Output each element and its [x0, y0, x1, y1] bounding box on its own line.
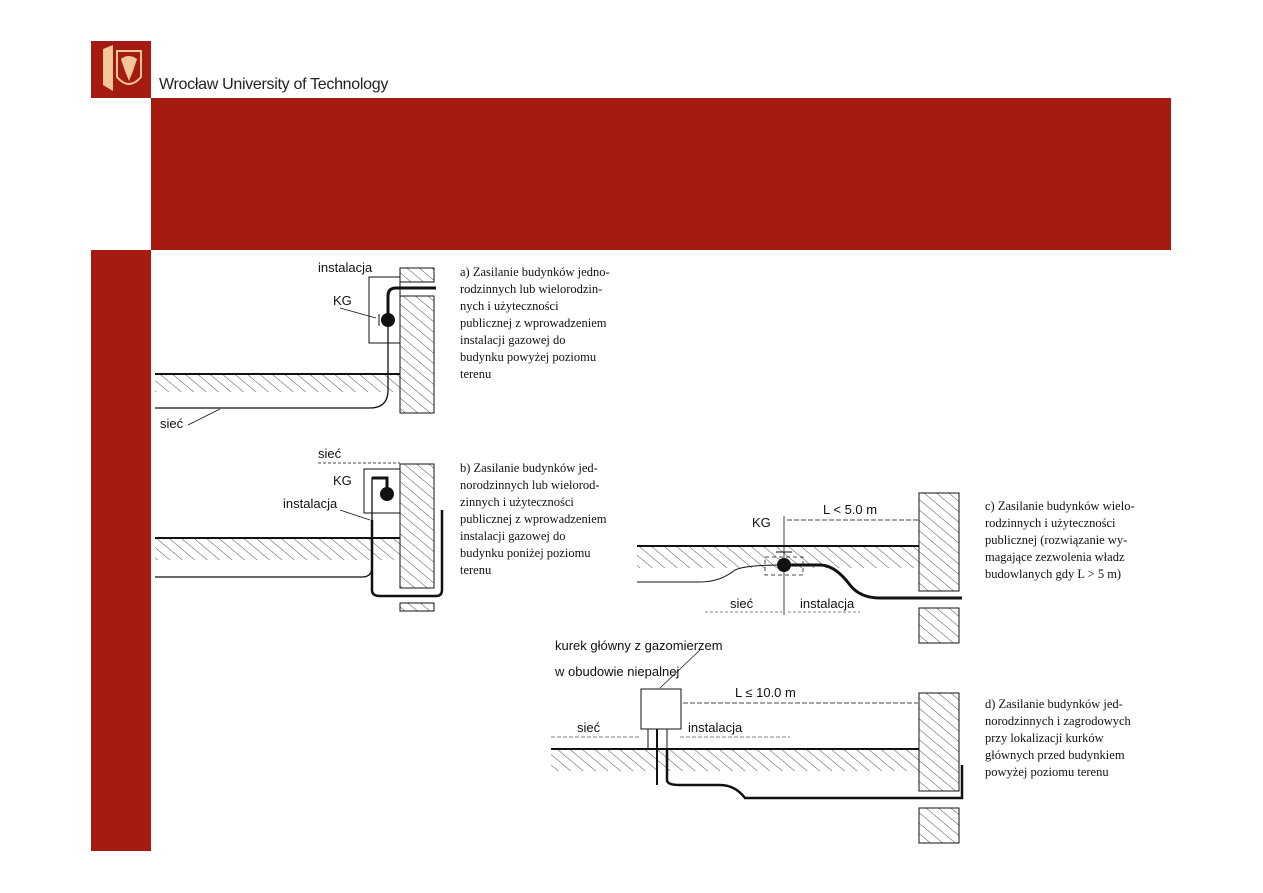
svg-text:instalacja: instalacja	[318, 260, 373, 275]
svg-text:instalacja: instalacja	[283, 496, 338, 511]
caption-a: a) Zasilanie budynków jedno- rodzinnych …	[460, 265, 610, 381]
caption-b: b) Zasilanie budynków jed- norodzinnych …	[460, 461, 607, 577]
university-logo	[91, 41, 151, 98]
caption-d: d) Zasilanie budynków jed- norodzinnych …	[985, 697, 1131, 779]
svg-text:KG: KG	[752, 515, 771, 530]
eagle-crest-icon	[103, 45, 142, 91]
diagram-d: kurek główny z gazomierzem w obudowie ni…	[551, 638, 964, 844]
university-name: Wrocław University of Technology	[159, 76, 389, 93]
svg-text:kurek główny z gazomierzem: kurek główny z gazomierzem	[555, 638, 723, 653]
svg-text:instalacja: instalacja	[688, 720, 743, 735]
diagram-a: instalacja KG sieć	[155, 260, 436, 431]
side-bar	[91, 250, 151, 851]
svg-text:KG: KG	[333, 473, 352, 488]
svg-text:sieć: sieć	[160, 416, 184, 431]
svg-text:sieć: sieć	[730, 596, 754, 611]
svg-text:sieć: sieć	[577, 720, 601, 735]
caption-c: c) Zasilanie budynków wielo- rodzinnych …	[985, 499, 1135, 581]
title-band	[151, 98, 1171, 250]
svg-text:L < 5.0 m: L < 5.0 m	[823, 502, 877, 517]
svg-text:KG: KG	[333, 293, 352, 308]
diagram-c: L < 5.0 m KG sieć instalacja	[637, 492, 962, 644]
svg-text:sieć: sieć	[318, 446, 342, 461]
svg-text:L ≤ 10.0 m: L ≤ 10.0 m	[735, 685, 796, 700]
diagram-b: sieć KG instalacja	[155, 446, 444, 612]
svg-text:instalacja: instalacja	[800, 596, 855, 611]
svg-text:w obudowie niepalnej: w obudowie niepalnej	[554, 664, 679, 679]
